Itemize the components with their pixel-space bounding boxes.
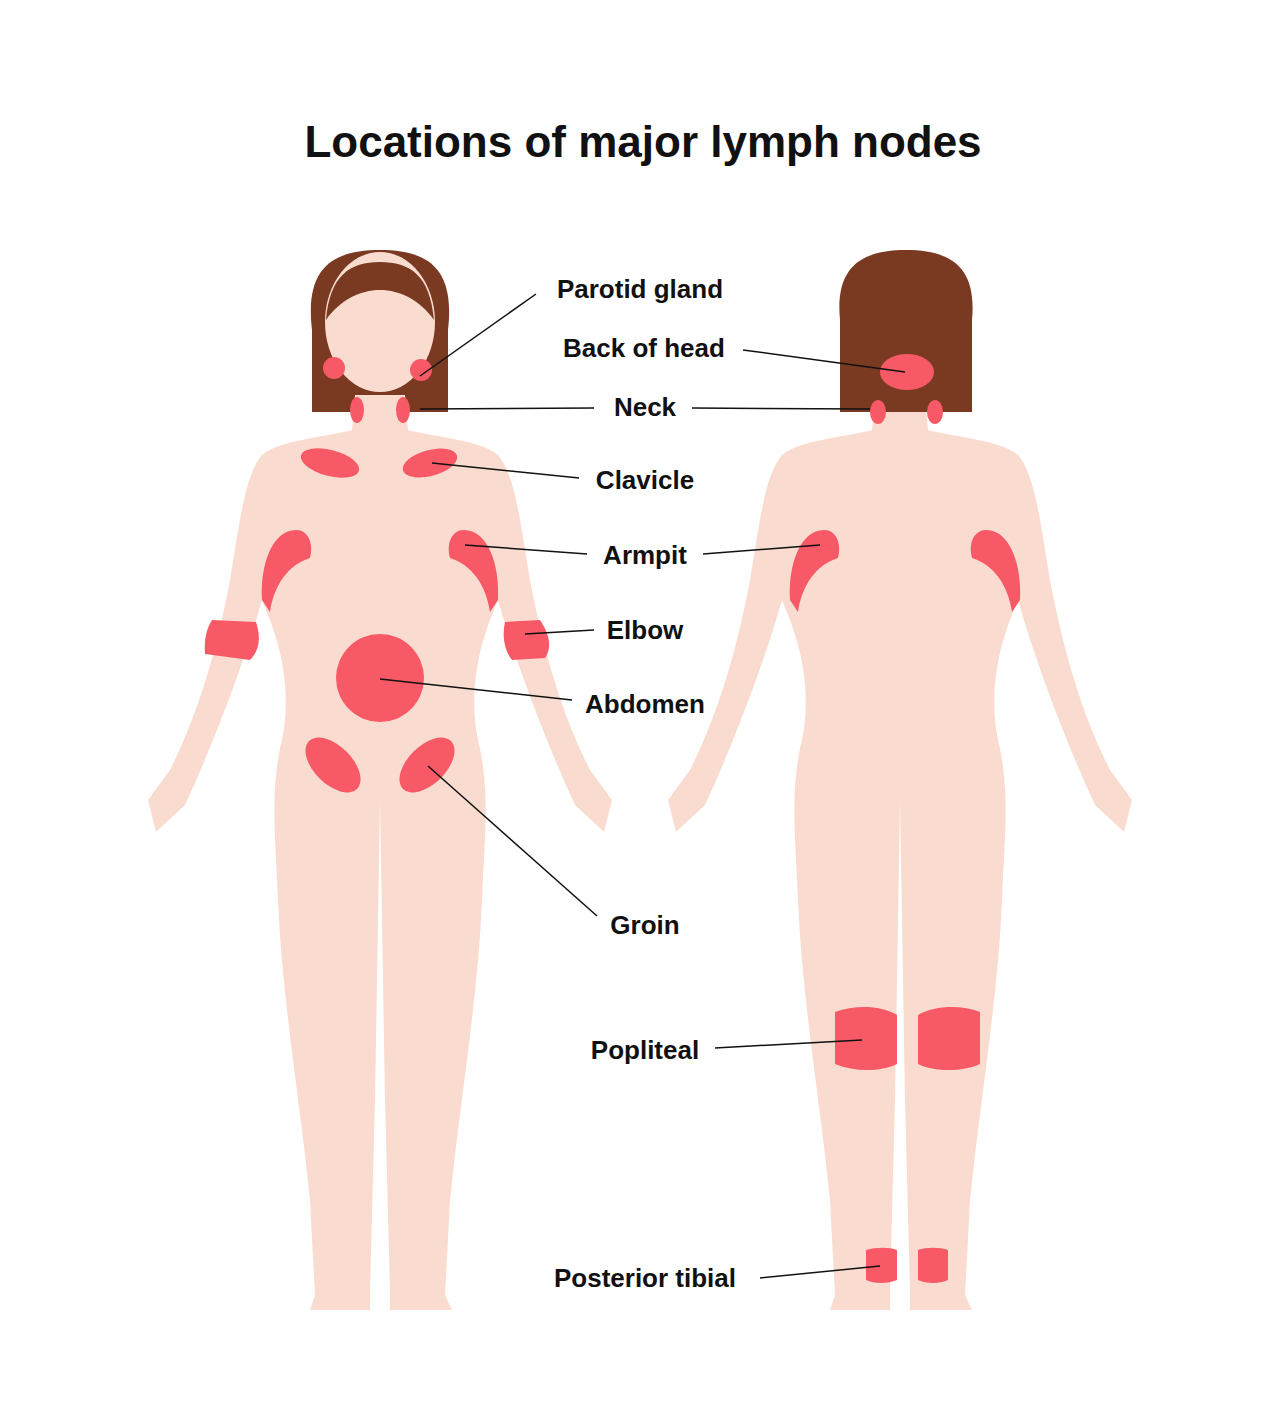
node-location-label: Elbow	[605, 615, 686, 646]
node-location-label: Back of head	[561, 333, 727, 364]
node-location-label: Posterior tibial	[552, 1263, 738, 1294]
node-location-label: Clavicle	[594, 465, 696, 496]
back-figure	[668, 250, 1132, 1310]
front-figure	[148, 250, 612, 1310]
node-location-label: Groin	[608, 910, 681, 941]
node-location-label: Abdomen	[583, 689, 707, 720]
node-location-label: Neck	[612, 392, 678, 423]
node-location-label: Parotid gland	[555, 274, 725, 305]
node-location-label: Armpit	[601, 540, 689, 571]
diagram-title: Locations of major lymph nodes	[304, 117, 981, 167]
node-location-label: Popliteal	[589, 1035, 701, 1066]
leader-lines	[380, 294, 905, 1278]
